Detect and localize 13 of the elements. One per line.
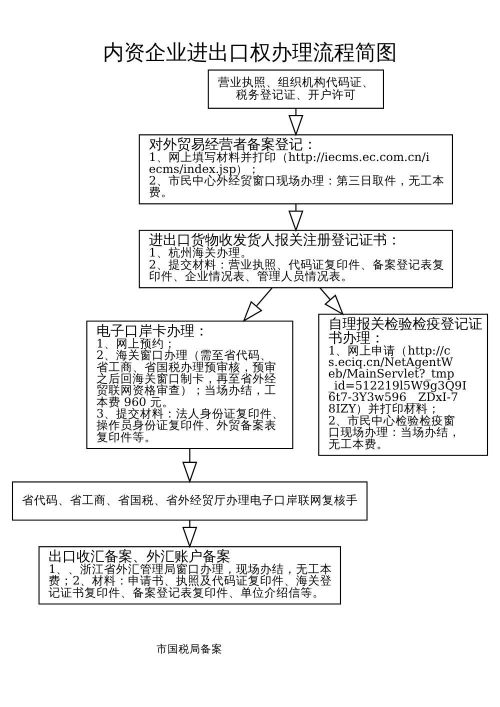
node-box: 营业执照、组织机构代码证、税务登记证、开户许可 (208, 70, 384, 109)
node-box: 出口收汇备案、外汇账户备案 1、、浙江省外汇管理局窗口办理，现场办结，无工本费；2、材料：申请书、执照及代码证复印件、海关登记证书复印件、备案登记表复印件、单位介绍信等。 (38, 546, 342, 605)
node-box: 进出口货物收发货人报关注册登记证书： 1、杭州海关办理。 2、提交材料：营业执照、代码证复印件、备案登记表复印件、企业情况表、管理人员情况表。 (138, 230, 453, 288)
arrow (182, 448, 198, 484)
arrow (320, 287, 344, 316)
arrow (182, 520, 198, 548)
node-box: 自理报关检验检疫登记证书办理： 1、网上申请（http://cs.eciq.cn/NetAgentWeb/MainServlet?_tmp_id=512219l5W9g3Q9I6t7-3Y3w596__ZDxI-78IZY）并打印材料； 2、市民中心检验检疫窗口现场办理：当场办结，无工本费。 (318, 314, 488, 456)
node-box: 电子口岸卡办理： 1、网上预约； 2、海关窗口办理（需至省代码、省工商、省国税办理预审核，预审之后回海关窗口制卡，再至省外经贸联网资格审查）；当场办结，工本费 960 元。 3、提交材料：法人身份证复印件、操作员身份证复印件、外贸备案表复印件等。 (86, 320, 294, 450)
label: 市国税局备案 (156, 642, 223, 656)
node-box: 省代码、省工商、省国税、省外经贸厅办理电子口岸联网复核手 (12, 481, 368, 521)
node-box: 对外贸易经营者备案登记： 1、网上填写材料并打印（http://iecms.ec.com.cn/iecms/index.jsp）； 2、市民中心外经贸窗口现场办理：第三日取件，无工本费。 (138, 134, 453, 204)
arrow (242, 287, 273, 322)
diagram-title: 内资企业进出口权办理流程简图 (103, 40, 397, 66)
